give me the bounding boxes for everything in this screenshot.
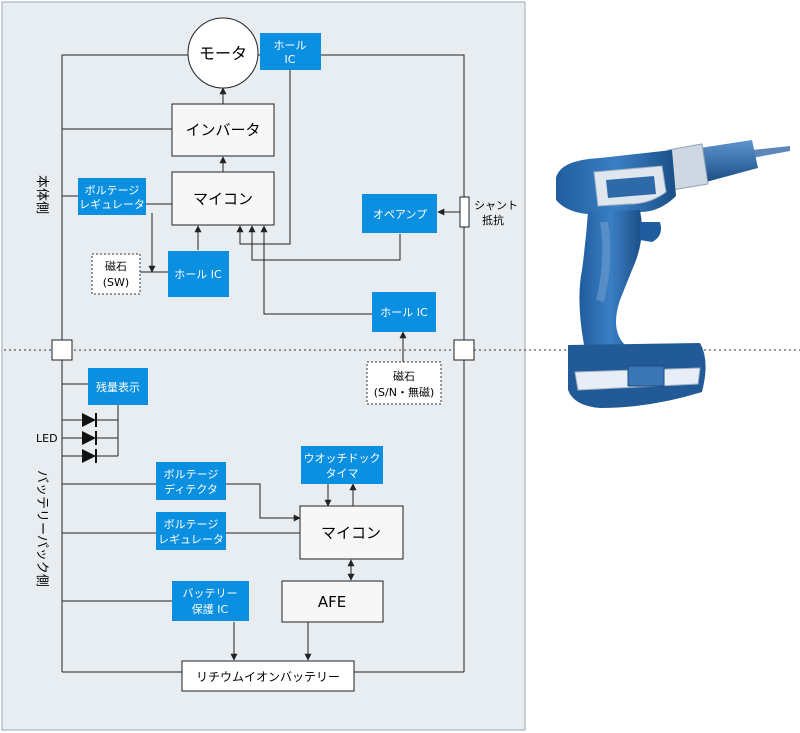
led-diode-icon: [82, 431, 97, 445]
voltage-regulator-top-line2: レギュレータ: [79, 198, 145, 211]
main-body-side-label: 本体側: [34, 175, 49, 214]
hall-ic-mid-label: ホール IC: [174, 268, 222, 281]
main-mcu-box: [171, 171, 275, 226]
hall-ic-top-box: [260, 33, 321, 70]
main-mcu-label: マイコン: [193, 190, 253, 208]
voltage-detector-line2: ディテクタ: [164, 482, 218, 496]
remaining-display-box: [88, 368, 148, 405]
inverter-label: インバータ: [185, 121, 260, 139]
connector-terminal-icon: [453, 339, 475, 361]
remaining-display-label: 残量表示: [96, 380, 140, 394]
voltage-regulator-top-line1: ボルテージ: [85, 184, 140, 197]
shunt-line2: 抵抗: [482, 213, 504, 227]
led-label: LED: [36, 432, 58, 445]
drill-image: [556, 140, 790, 408]
magnet-sw-line2: (SW): [103, 276, 129, 289]
voltage-regulator-top-box: [78, 178, 146, 215]
voltage-regulator-bottom-line1: ボルテージ: [164, 518, 219, 531]
battery-protection-ic-line2: 保護 IC: [192, 602, 229, 616]
hall-ic-top-line1: ホール: [274, 39, 307, 52]
battery-protection-ic-line1: バッテリー: [183, 587, 238, 600]
hall-ic-mid-box: [168, 251, 229, 297]
inverter-box: [171, 103, 275, 157]
battery-mcu-box: [299, 505, 404, 560]
connector-terminal-icon: [51, 339, 73, 361]
motor-label: モータ: [199, 44, 247, 63]
voltage-detector-line1: ボルテージ: [164, 468, 219, 481]
watchdog-timer-line2: タイマ: [326, 467, 359, 480]
battery-protection-ic-box: [172, 581, 249, 621]
hall-ic-bottom-label: ホール IC: [380, 306, 428, 319]
op-amp-label: オペアンプ: [373, 208, 427, 221]
battery-pack-side-label: バッテリーパック側: [34, 470, 49, 587]
battery-mcu-label: マイコン: [321, 524, 381, 542]
li-ion-battery-label: リチウムイオンバッテリー: [196, 670, 340, 684]
watchdog-timer-box: [301, 446, 383, 484]
voltage-detector-box: [156, 462, 226, 500]
wires: [61, 54, 465, 673]
shunt-line1: シャント: [474, 199, 518, 212]
hall-ic-top-line2: IC: [285, 53, 296, 66]
hall-ic-bottom-box: [372, 292, 436, 332]
led-diode-icon: [82, 449, 97, 463]
motor-circle: [187, 17, 259, 89]
magnet-sn-box: [366, 361, 442, 405]
voltage-regulator-bottom-box: [156, 512, 226, 550]
afe-box: [281, 580, 384, 623]
afe-label: AFE: [318, 593, 346, 611]
shunt-resistor-icon: [459, 196, 470, 228]
op-amp-box: [362, 194, 437, 233]
magnet-sn-line2: (S/N・無磁): [374, 385, 435, 399]
voltage-regulator-bottom-line2: レギュレータ: [158, 533, 224, 546]
li-ion-battery-box: [181, 660, 355, 692]
magnet-sw-box: [91, 253, 141, 295]
magnet-sw-line1: 磁石: [105, 260, 127, 273]
magnet-sn-line1: 磁石: [393, 370, 415, 383]
watchdog-timer-line1: ウオッチドック: [304, 452, 381, 465]
led-diode-icon: [82, 413, 97, 427]
